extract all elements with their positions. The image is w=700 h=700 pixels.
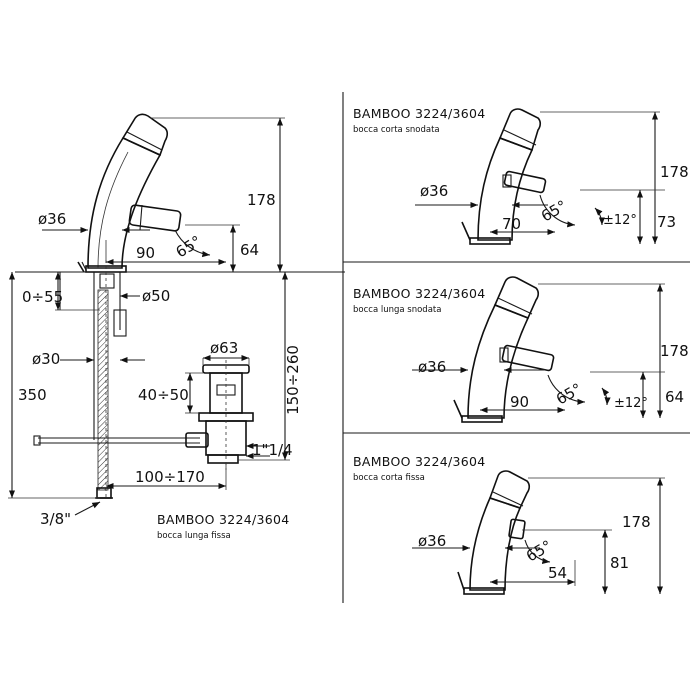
supply-hose bbox=[97, 289, 109, 491]
p1-a65: 65° bbox=[538, 197, 570, 226]
dim-114: 1"1/4 bbox=[252, 441, 293, 459]
p2-d64: 64 bbox=[665, 388, 684, 406]
dim-150260: 150÷260 bbox=[284, 345, 302, 415]
dim-a65: 65° bbox=[173, 232, 205, 261]
main-subtitle: bocca lunga fissa bbox=[157, 531, 231, 541]
dim-38: 3/8" bbox=[40, 510, 71, 528]
p1-a12: ±12° bbox=[603, 213, 637, 228]
dim-100170: 100÷170 bbox=[135, 468, 205, 486]
panel1-title: BAMBOO 3224/3604 bbox=[353, 106, 486, 121]
pop-up-waste bbox=[185, 360, 254, 470]
p2-d178: 178 bbox=[660, 342, 689, 360]
dim-d63: ø63 bbox=[210, 339, 238, 357]
panel3-title: BAMBOO 3224/3604 bbox=[353, 454, 486, 469]
panel-dividers bbox=[342, 92, 690, 603]
panel3-subtitle: bocca corta fissa bbox=[353, 473, 425, 483]
p1-d36: ø36 bbox=[420, 182, 448, 200]
p2-d36: ø36 bbox=[418, 358, 446, 376]
dim-4050: 40÷50 bbox=[138, 386, 189, 404]
dim-d178: 178 bbox=[247, 191, 276, 209]
main-drawing bbox=[15, 113, 345, 500]
panel-2: BAMBOO 3224/3604 bocca lunga snodata ø36… bbox=[353, 276, 689, 423]
dim-d350: 350 bbox=[18, 386, 47, 404]
spout bbox=[128, 204, 182, 232]
dim-d90: 90 bbox=[136, 244, 155, 262]
p2-a12: ±12° bbox=[614, 396, 648, 411]
p3-d178: 178 bbox=[622, 513, 651, 531]
p3-d36: ø36 bbox=[418, 532, 446, 550]
lever-handle bbox=[121, 113, 169, 157]
panel2-title: BAMBOO 3224/3604 bbox=[353, 286, 486, 301]
p2-d90: 90 bbox=[510, 393, 529, 411]
main-dimensions: ø36 90 65° 64 178 0÷55 ø50 ø30 350 bbox=[8, 117, 302, 528]
panel2-subtitle: bocca lunga snodata bbox=[353, 305, 441, 315]
p3-d81: 81 bbox=[610, 554, 629, 572]
dim-d30: ø30 bbox=[32, 350, 60, 368]
dim-d50: ø50 bbox=[142, 287, 170, 305]
p3-d54: 54 bbox=[548, 564, 567, 582]
p2-a65: 65° bbox=[553, 380, 585, 409]
p1-d178: 178 bbox=[660, 163, 689, 181]
panel1-subtitle: bocca corta snodata bbox=[353, 125, 440, 135]
dim-055: 0÷55 bbox=[22, 288, 63, 306]
p1-d70: 70 bbox=[502, 215, 521, 233]
p1-d73: 73 bbox=[657, 213, 676, 231]
p3-a65: 65° bbox=[523, 537, 555, 566]
panel-1: BAMBOO 3224/3604 bocca corta snodata ø36… bbox=[353, 106, 689, 245]
panel-3: BAMBOO 3224/3604 bocca corta fissa ø36 6… bbox=[353, 454, 665, 595]
dim-d64: 64 bbox=[240, 241, 259, 259]
main-title: BAMBOO 3224/3604 bbox=[157, 512, 290, 527]
dim-d36: ø36 bbox=[38, 210, 66, 228]
